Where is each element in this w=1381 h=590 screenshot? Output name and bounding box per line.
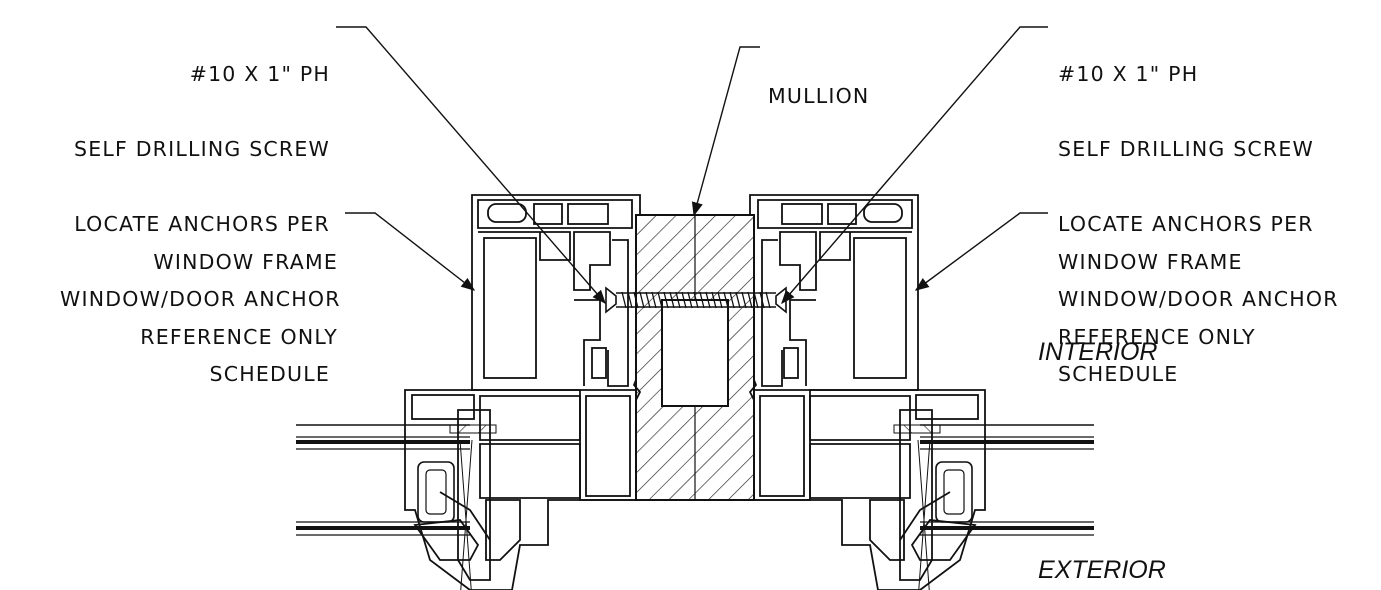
note-line: WINDOW FRAME — [153, 250, 338, 274]
right-window-frame — [748, 194, 1094, 590]
left-glazing — [296, 424, 497, 590]
note-line: #10 X 1" PH — [1058, 62, 1199, 86]
note-screw-right: #10 X 1" PH SELF DRILLING SCREW LOCATE A… — [1058, 12, 1378, 437]
note-line: SELF DRILLING SCREW — [1058, 137, 1314, 161]
note-line: REFERENCE ONLY — [1058, 325, 1256, 349]
note-line: REFERENCE ONLY — [140, 325, 338, 349]
note-line: SELF DRILLING SCREW — [74, 137, 330, 161]
leader-frame-right — [914, 212, 1048, 291]
mullion-core — [661, 299, 729, 407]
left-window-frame — [404, 194, 642, 590]
note-frame-right: WINDOW FRAME REFERENCE ONLY — [1058, 200, 1338, 400]
leader-mullion — [691, 46, 760, 217]
note-screw-left: #10 X 1" PH SELF DRILLING SCREW LOCATE A… — [60, 12, 341, 437]
note-line: WINDOW FRAME — [1058, 250, 1243, 274]
note-frame-left: WINDOW FRAME REFERENCE ONLY — [90, 200, 338, 400]
leader-screw-right — [781, 26, 1048, 305]
note-line: SCHEDULE — [1058, 362, 1179, 386]
leader-lines — [336, 26, 1048, 305]
note-line: LOCATE ANCHORS PER — [74, 212, 330, 236]
leader-frame-left — [345, 212, 476, 291]
mullion — [635, 214, 755, 501]
note-line: MULLION — [768, 84, 870, 108]
note-line: SCHEDULE — [209, 362, 330, 386]
label-exterior: EXTERIOR — [1038, 556, 1166, 584]
note-mullion: MULLION — [768, 34, 869, 159]
note-line: WINDOW/DOOR ANCHOR — [60, 287, 341, 311]
label-interior: INTERIOR — [1038, 338, 1158, 366]
note-line: WINDOW/DOOR ANCHOR — [1058, 287, 1339, 311]
note-line: LOCATE ANCHORS PER — [1058, 212, 1314, 236]
note-line: #10 X 1" PH — [189, 62, 330, 86]
leader-screw-left — [336, 26, 606, 305]
self-drilling-screw — [605, 286, 787, 314]
